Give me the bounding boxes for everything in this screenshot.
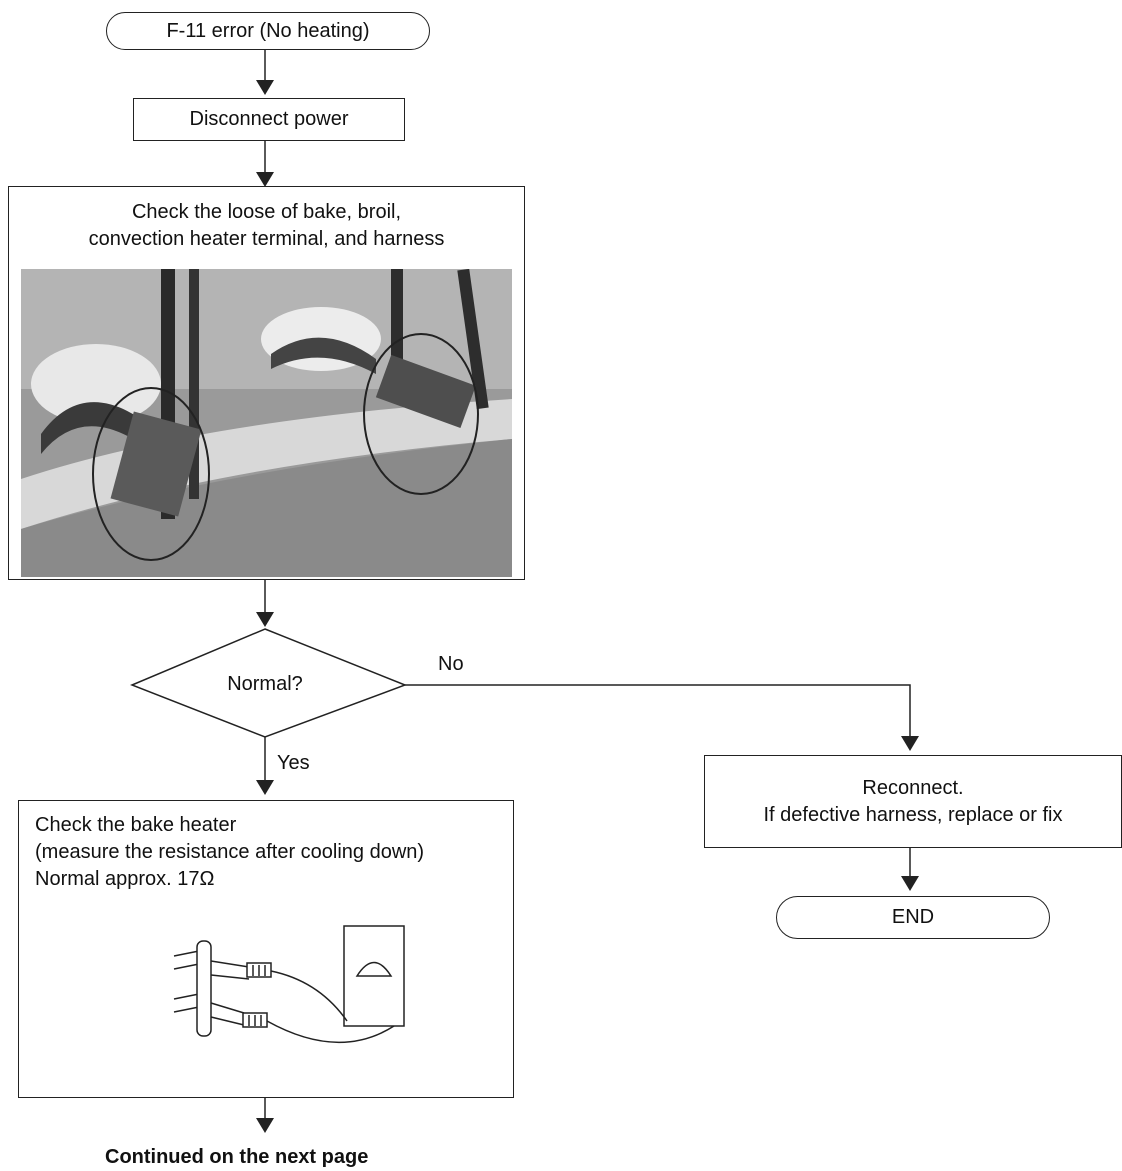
reconnect-box: Reconnect. If defective harness, replace… bbox=[704, 755, 1122, 848]
check-bake-line3: Normal approx. 17Ω bbox=[35, 868, 215, 890]
end-label: END bbox=[891, 906, 935, 928]
arrow-decision-no bbox=[405, 684, 919, 751]
branch-yes-label: Yes bbox=[277, 752, 310, 774]
check-terminals-line1: Check the loose of bake, broil, bbox=[131, 201, 402, 223]
disconnect-power-box: Disconnect power bbox=[133, 98, 405, 141]
start-terminator: F-11 error (No heating) bbox=[106, 12, 430, 50]
decision-diamond bbox=[130, 628, 408, 738]
continued-caption: Continued on the next page bbox=[105, 1146, 369, 1168]
check-bake-line1: Check the bake heater bbox=[35, 814, 237, 836]
check-terminals-box: Check the loose of bake, broil, convecti… bbox=[8, 186, 525, 580]
check-bake-heater-box: Check the bake heater (measure the resis… bbox=[18, 800, 514, 1098]
branch-no-label: No bbox=[438, 653, 464, 675]
disconnect-power-label: Disconnect power bbox=[189, 108, 349, 130]
check-terminals-line2: convection heater terminal, and harness bbox=[88, 228, 445, 250]
ohmmeter-illustration bbox=[173, 925, 405, 1043]
reconnect-line2: If defective harness, replace or fix bbox=[763, 803, 1063, 826]
end-terminator: END bbox=[776, 896, 1050, 939]
decision-label: Normal? bbox=[227, 673, 303, 695]
heater-terminal-photo bbox=[21, 269, 512, 577]
check-bake-line2: (measure the resistance after cooling do… bbox=[35, 841, 425, 863]
reconnect-line1: Reconnect. bbox=[862, 776, 964, 799]
start-label: F-11 error (No heating) bbox=[166, 19, 370, 42]
